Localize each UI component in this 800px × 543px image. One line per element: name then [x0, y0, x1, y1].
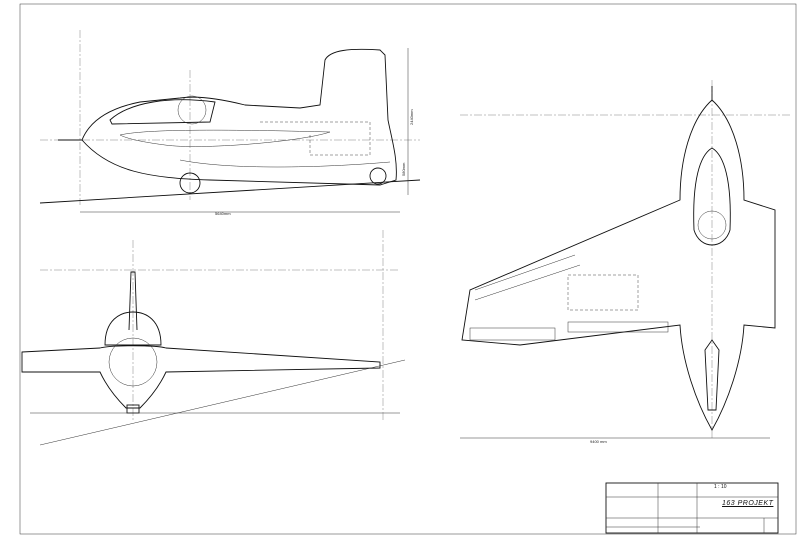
drawing-title: 163 PROJEKT: [722, 500, 774, 507]
span-dimension: 9400 mm: [590, 439, 607, 444]
front-view: [21, 230, 406, 446]
scale-label: 1 : 10: [714, 484, 727, 490]
side-height-dimension: 2440mm: [409, 109, 414, 125]
sheet-frame: [19, 3, 797, 535]
title-block: [605, 482, 779, 534]
side-view: 5640mm 2440mm 580mm: [39, 30, 421, 216]
side-length-dimension: 5640mm: [215, 211, 231, 216]
top-view: 9400 mm: [460, 80, 790, 444]
gear-height-dimension: 580mm: [401, 162, 406, 176]
